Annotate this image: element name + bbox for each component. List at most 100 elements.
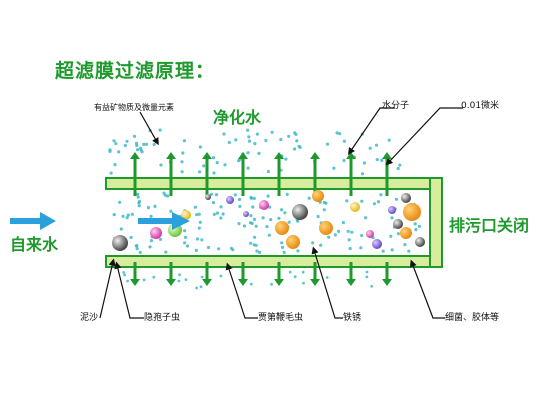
water-molecule-dot [266, 169, 270, 174]
water-molecule-dot [193, 205, 197, 209]
water-molecule-dot [390, 216, 394, 220]
arrow-down-icon [310, 262, 320, 286]
water-molecule-dot [238, 204, 242, 208]
water-molecule-dot [389, 234, 393, 238]
water-molecule-dot [257, 151, 261, 155]
water-molecule-dot [234, 138, 238, 142]
arrow-down-icon [130, 262, 140, 286]
water-molecule-dot [229, 246, 233, 250]
water-molecule-dot [347, 238, 351, 242]
water-molecules [108, 128, 421, 290]
water-molecule-dot [158, 128, 162, 132]
water-molecule-dot [324, 201, 328, 205]
water-molecule-dot [197, 212, 201, 216]
water-molecule-dot [249, 196, 253, 200]
water-molecule-dot [135, 247, 139, 251]
water-molecule-dot [237, 197, 242, 202]
water-molecule-dot [118, 200, 122, 204]
water-molecule-dot [198, 145, 202, 149]
water-molecule-dot [264, 138, 268, 143]
water-molecule-dot [122, 271, 126, 274]
water-molecule-dot [387, 138, 391, 142]
water-molecule-dot [280, 241, 284, 245]
water-molecule-dot [255, 132, 259, 136]
water-molecule-dot [270, 130, 274, 134]
water-molecule-dot [360, 199, 364, 203]
water-molecule-dot [255, 249, 259, 253]
water-molecule-dot [183, 229, 187, 233]
water-molecule-dot [169, 209, 173, 213]
water-molecule-dot [307, 196, 311, 200]
arrow-down-icon [382, 262, 392, 286]
water-molecule-dot [360, 233, 364, 238]
water-molecule-dot [212, 212, 216, 216]
water-molecule-dot [217, 247, 221, 251]
water-molecule-dot [145, 142, 149, 146]
water-molecule-dot [233, 193, 237, 197]
clean-water-label: 净化水 [213, 108, 262, 127]
sand-label: 泥沙 [80, 313, 99, 323]
arrow-up-icon [202, 152, 212, 196]
water-molecule-dot [372, 202, 376, 206]
water-molecule-dot [222, 132, 226, 136]
drain-end-cap [429, 177, 443, 268]
water-molecule-dot [134, 244, 138, 248]
water-molecule-dot [129, 235, 133, 240]
water-molecule-dot [132, 134, 137, 138]
water-molecule-dot [164, 250, 168, 254]
water-molecule-dot [327, 235, 331, 239]
water-molecule-dot [341, 220, 345, 225]
water-molecule-dot [137, 199, 142, 204]
water-molecule-dot [221, 212, 225, 216]
arrow-up-icon [238, 152, 248, 196]
water-molecule-dot [280, 208, 284, 212]
water-molecule-dot [182, 139, 186, 143]
water-molecule-dot [295, 139, 299, 143]
water-molecule-dot [285, 192, 289, 196]
water-molecule-dot [370, 284, 374, 288]
water-molecule-dot [267, 233, 271, 237]
water-molecule-dot [180, 160, 184, 164]
spores-label: 隐孢子虫 [144, 313, 181, 323]
water-molecule-dot [135, 148, 140, 152]
water-molecule-dot [180, 170, 184, 174]
water-molecule-dot [211, 156, 216, 160]
water-molecule-dot [142, 278, 146, 282]
water-molecule-dot [335, 131, 339, 135]
water-molecule-dot [152, 142, 156, 147]
water-molecule-dot [237, 222, 241, 226]
water-molecule-dot [417, 224, 421, 228]
water-molecule-dot [139, 148, 143, 152]
water-molecule-dot [311, 241, 315, 245]
water-molecule-dot [200, 238, 204, 242]
water-molecule-dot [202, 164, 206, 168]
giardia-label: 贾第鞭毛虫 [258, 313, 304, 323]
water-molecule-dot [153, 204, 157, 208]
water-molecule-dot [282, 250, 286, 254]
water-molecule-dot [376, 200, 381, 204]
water-molecule-dot [365, 270, 369, 274]
water-molecule-dot [342, 158, 346, 163]
water-molecule-dot [198, 220, 202, 224]
water-molecule-dot [414, 228, 418, 232]
water-molecule-dot [214, 193, 219, 197]
tap-water-label: 自来水 [10, 235, 59, 254]
water-molecule-dot [119, 227, 123, 231]
water-molecule-dot [249, 241, 253, 245]
water-molecule-dot [195, 237, 199, 241]
water-molecule-dot [362, 161, 367, 165]
water-molecule-dot [381, 249, 385, 253]
water-molecule-dot [247, 135, 251, 139]
water-molecule-dot [125, 216, 129, 220]
water-molecule-dot [219, 274, 223, 278]
water-molecule-dot [136, 195, 140, 199]
water-molecule-dot [281, 245, 285, 249]
water-molecule-dot [152, 275, 156, 279]
water-molecule-dot [212, 171, 216, 175]
water-molecule-dot [195, 213, 199, 217]
water-molecule-dot [375, 158, 379, 162]
water-molecule-dot [246, 128, 250, 132]
contaminant-particles [112, 190, 425, 251]
water-molecule-dot [149, 239, 154, 243]
water-molecule-dot [126, 213, 130, 217]
